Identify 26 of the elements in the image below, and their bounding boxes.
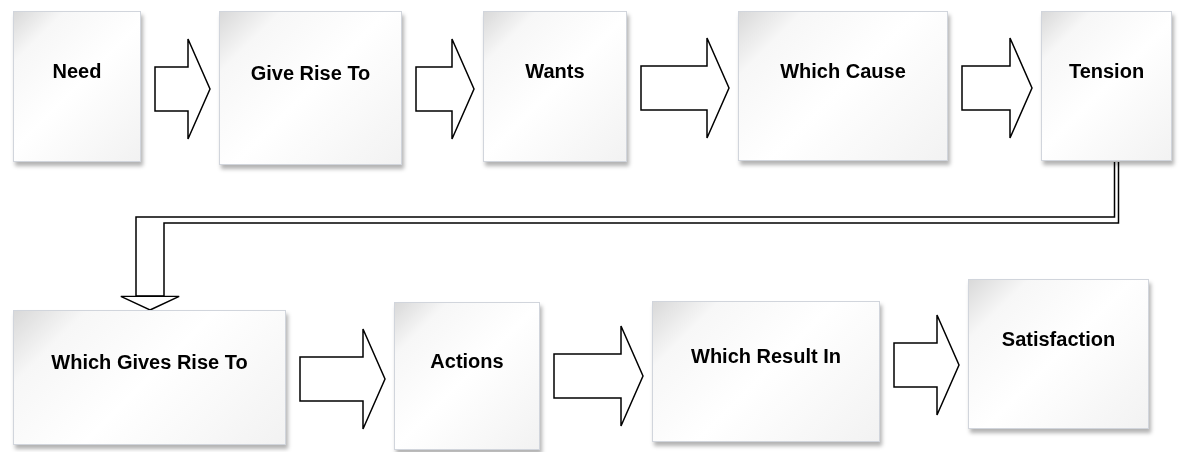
block-arrow xyxy=(154,38,211,140)
beveled-box xyxy=(652,301,880,442)
beveled-box xyxy=(483,11,627,162)
beveled-box xyxy=(13,11,141,162)
block-arrow xyxy=(961,37,1033,139)
box-label: Which Result In xyxy=(690,344,842,369)
box-label: Tension xyxy=(1067,58,1146,84)
box-label: Give Rise To xyxy=(249,60,372,86)
box-label: Actions xyxy=(429,348,505,374)
box-label: Which Gives Rise To xyxy=(50,350,249,375)
beveled-box xyxy=(968,279,1149,429)
beveled-box xyxy=(219,11,402,165)
beveled-box xyxy=(394,302,540,450)
beveled-box xyxy=(738,11,948,161)
block-arrow xyxy=(120,161,1120,311)
block-arrow xyxy=(415,38,475,140)
box-label: Which Cause xyxy=(779,58,907,84)
block-arrow xyxy=(299,328,386,430)
box-label: Satisfaction xyxy=(1000,326,1117,352)
beveled-box xyxy=(1041,11,1172,161)
beveled-box xyxy=(13,310,286,445)
block-arrow xyxy=(553,325,644,427)
box-label: Wants xyxy=(524,59,586,84)
box-label: Need xyxy=(51,59,103,84)
block-arrow xyxy=(640,37,730,139)
block-arrow xyxy=(893,314,960,416)
